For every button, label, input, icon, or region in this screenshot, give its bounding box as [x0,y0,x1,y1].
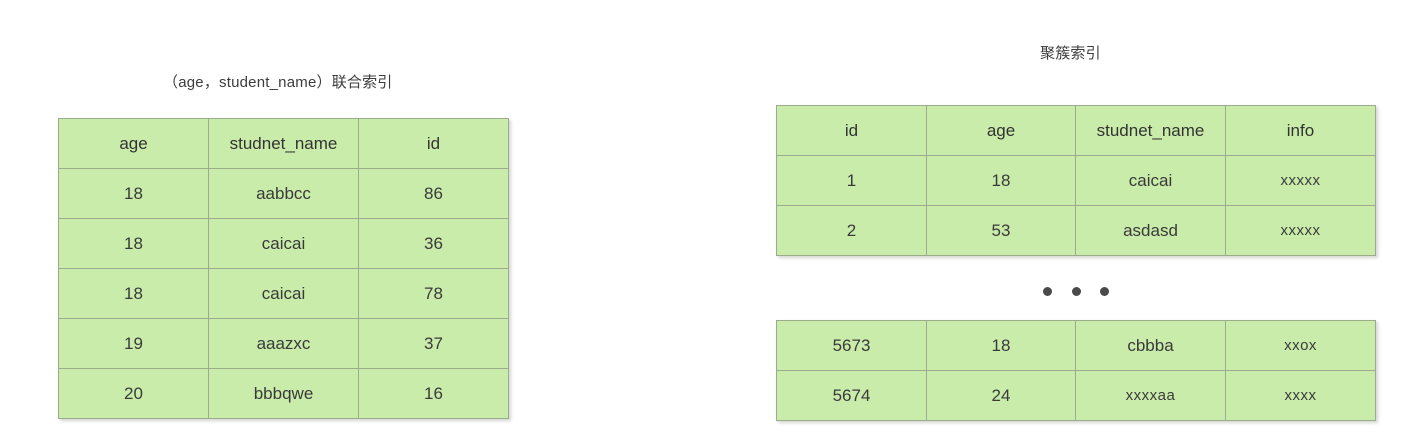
cell-id: 37 [358,318,509,369]
cell-studnet-name: aabbcc [208,168,359,219]
cell-age: 24 [926,370,1076,421]
cell-id: 5674 [776,370,927,421]
table-row: 1 18 caicai xxxxx [776,155,1376,206]
cell-studnet-name: cbbba [1075,320,1226,371]
table-row: 19 aaazxc 37 [58,318,509,369]
cell-age: 53 [926,205,1076,256]
cell-id: 36 [358,218,509,269]
ellipsis-dot [1071,286,1081,296]
composite-index-table: age studnet_name id 18 aabbcc 86 18 caic… [58,118,509,419]
clustered-index-title: 聚簇索引 [1040,45,1101,62]
cell-id: 1 [776,155,927,206]
column-header-id: id [358,118,509,169]
column-header-age: age [58,118,209,169]
table-header-row: id age studnet_name info [776,105,1376,156]
cell-studnet-name: bbbqwe [208,368,359,419]
table-row: 18 aabbcc 86 [58,168,509,219]
column-header-studnet-name: studnet_name [1075,105,1226,156]
ellipsis-dot [1043,286,1052,296]
column-header-studnet-name: studnet_name [208,118,359,169]
cell-age: 18 [58,168,209,219]
cell-info: xxxxx [1225,155,1376,206]
clustered-index-table-bottom: 5673 18 cbbba xxox 5674 24 xxxxaa xxxx [776,320,1376,421]
table-header-row: age studnet_name id [58,118,509,169]
composite-index-title: （age，student_name）联合索引 [163,74,393,91]
column-header-age: age [926,105,1076,156]
cell-id: 5673 [776,320,927,371]
table-row: 5674 24 xxxxaa xxxx [776,370,1376,421]
cell-info: xxox [1225,320,1376,371]
cell-studnet-name: caicai [208,218,359,269]
cell-age: 18 [58,218,209,269]
cell-studnet-name: caicai [208,268,359,319]
ellipsis-dot [1100,286,1109,296]
cell-studnet-name: asdasd [1075,205,1226,256]
cell-id: 16 [358,368,509,419]
cell-studnet-name: xxxxaa [1075,370,1226,421]
column-header-info: info [1225,105,1376,156]
cell-id: 78 [358,268,509,319]
cell-age: 18 [926,320,1076,371]
cell-age: 18 [58,268,209,319]
cell-studnet-name: caicai [1075,155,1226,206]
cell-age: 20 [58,368,209,419]
table-row: 5673 18 cbbba xxox [776,320,1376,371]
cell-studnet-name: aaazxc [208,318,359,369]
cell-info: xxxxx [1225,205,1376,256]
cell-info: xxxx [1225,370,1376,421]
table-row: 20 bbbqwe 16 [58,368,509,419]
ellipsis-indicator [1043,283,1109,299]
table-row: 2 53 asdasd xxxxx [776,205,1376,256]
table-row: 18 caicai 78 [58,268,509,319]
column-header-id: id [776,105,927,156]
cell-age: 18 [926,155,1076,206]
cell-id: 86 [358,168,509,219]
table-row: 18 caicai 36 [58,218,509,269]
cell-id: 2 [776,205,927,256]
cell-age: 19 [58,318,209,369]
clustered-index-table-top: id age studnet_name info 1 18 caicai xxx… [776,105,1376,256]
